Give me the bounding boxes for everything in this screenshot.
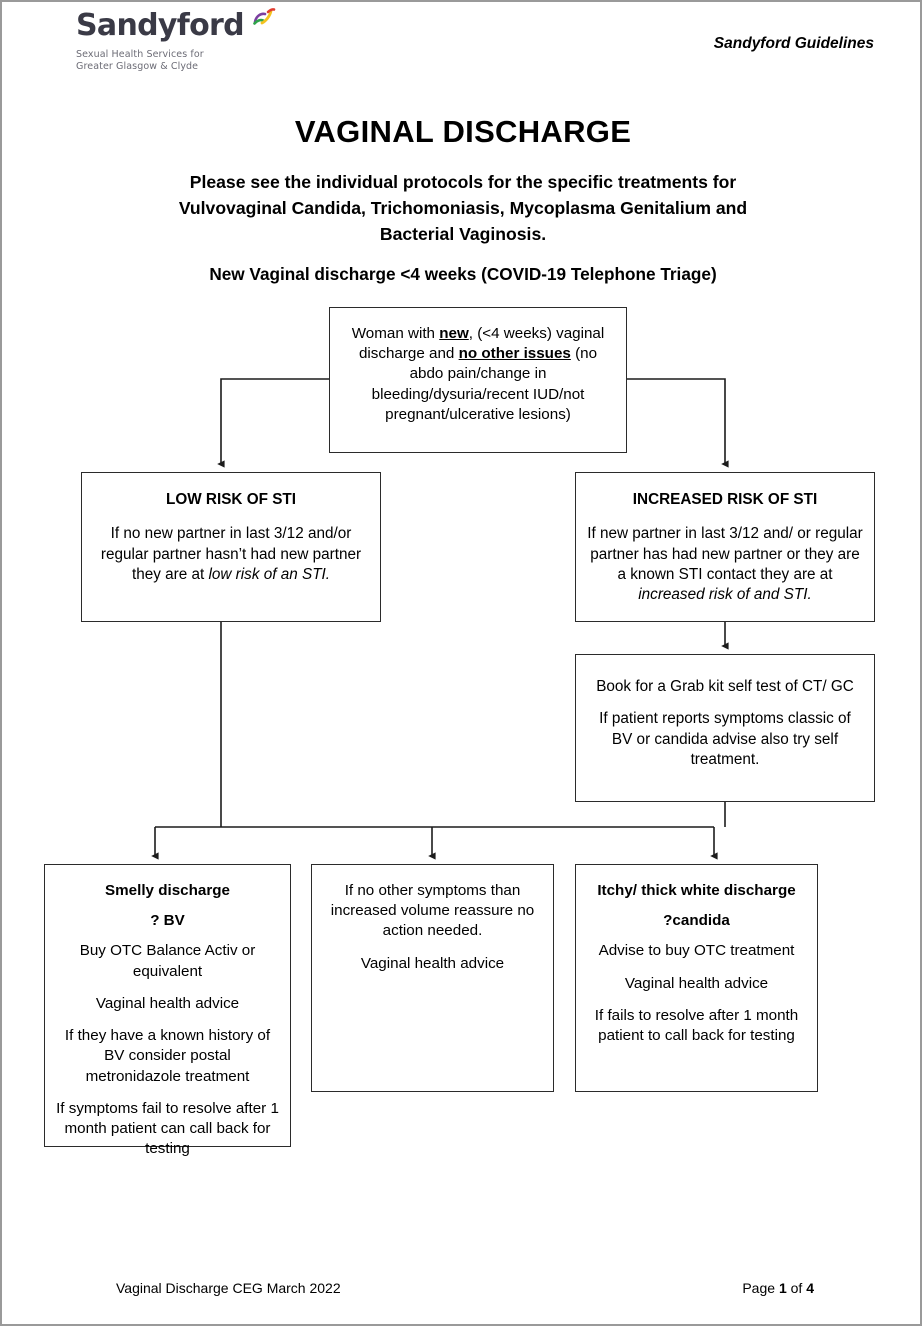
- entry-emphasis-new: new: [439, 325, 469, 342]
- itchy-para-3: If fails to resolve after 1 month patien…: [594, 1006, 799, 1045]
- flow-node-grab-kit: Book for a Grab kit self test of CT/ GC …: [575, 654, 875, 802]
- footer-page-indicator: Page 1 of 4: [742, 1280, 814, 1296]
- smelly-para-4: If symptoms fail to resolve after 1 mont…: [56, 1099, 279, 1158]
- page-title: VAGINAL DISCHARGE: [294, 114, 632, 149]
- flow-node-no-other-symptoms: If no other symptoms than increased volu…: [311, 864, 554, 1092]
- increased-risk-body: If new partner in last 3/12 and/ or regu…: [587, 525, 863, 584]
- intro-paragraph: Please see the individual protocols for …: [122, 170, 804, 248]
- footer-page-word: Page: [742, 1280, 776, 1296]
- entry-text-c: (no abdo pain/change in bleeding/dysuria…: [371, 345, 598, 423]
- footer-page-total: 4: [806, 1280, 814, 1296]
- connector-entry-to-low-risk: [217, 378, 329, 468]
- smelly-heading-1: Smelly discharge: [105, 882, 230, 899]
- logo-swoosh-icon: [253, 8, 276, 25]
- itchy-heading-2: ?candida: [663, 912, 730, 930]
- guidelines-label: Sandyford Guidelines: [713, 35, 874, 52]
- no-other-para-1: If no other symptoms than increased volu…: [330, 882, 535, 940]
- itchy-heading-1: Itchy/ thick white discharge: [597, 882, 796, 899]
- intro-line-1: Please see the individual protocols for …: [189, 172, 737, 192]
- grab-kit-para-1: Book for a Grab kit self test of CT/ GC: [596, 678, 854, 695]
- sandyford-logo: Sandyford Sexual Health Services for Gre…: [76, 8, 376, 75]
- entry-emphasis-no-other-issues: no other issues: [458, 345, 571, 363]
- grab-kit-para-2: If patient reports symptoms classic of B…: [599, 710, 851, 769]
- smelly-para-2: Vaginal health advice: [95, 994, 240, 1012]
- intro-line-2: Vulvovaginal Candida, Trichomoniasis, My…: [178, 197, 748, 218]
- footer-of-word: of: [790, 1280, 803, 1296]
- page-footer: Vaginal Discharge CEG March 2022 Page 1 …: [2, 1280, 920, 1310]
- logo-tagline-line2: Greater Glasgow & Clyde: [76, 61, 199, 73]
- itchy-para-2: Vaginal health advice: [624, 974, 769, 992]
- footer-document-reference: Vaginal Discharge CEG March 2022: [116, 1280, 341, 1296]
- flow-node-entry-criteria: Woman with new, (<4 weeks) vaginal disch…: [329, 307, 627, 453]
- connector-entry-to-increased-risk: [627, 378, 729, 468]
- smelly-para-3: If they have a known history of BV consi…: [64, 1027, 271, 1085]
- flow-node-increased-risk: INCREASED RISK OF STI If new partner in …: [575, 472, 875, 622]
- footer-page-number: 1: [778, 1280, 787, 1296]
- smelly-heading-2: ? BV: [150, 912, 185, 930]
- smelly-para-1: Buy OTC Balance Activ or equivalent: [79, 942, 256, 980]
- itchy-para-1: Advise to buy OTC treatment: [598, 942, 795, 960]
- section-subtitle: New Vaginal discharge <4 weeks (COVID-19…: [209, 264, 717, 284]
- flow-node-itchy-thick-white-discharge: Itchy/ thick white discharge ?candida Ad…: [575, 864, 818, 1092]
- logo-tagline-line1: Sexual Health Services for: [76, 48, 204, 60]
- logo-wordmark-text: Sandyford: [76, 8, 245, 43]
- increased-risk-heading: INCREASED RISK OF STI: [632, 491, 818, 508]
- low-risk-body: If no new partner in last 3/12 and/or re…: [100, 525, 362, 584]
- logo-wordmark-row: Sandyford: [76, 8, 376, 43]
- entry-text-b: , (<4 weeks) vaginal discharge and: [358, 325, 605, 363]
- low-risk-body-italic: low risk of an STI.: [208, 566, 331, 584]
- flow-node-smelly-discharge: Smelly discharge ? BV Buy OTC Balance Ac…: [44, 864, 291, 1157]
- entry-text-a: Woman with: [351, 325, 440, 342]
- intro-line-3: Bacterial Vaginosis.: [379, 223, 547, 244]
- page-header: Sandyford Sexual Health Services for Gre…: [2, 2, 920, 94]
- flow-node-low-risk: LOW RISK OF STI If no new partner in las…: [81, 472, 381, 622]
- logo-tagline: Sexual Health Services for Greater Glasg…: [76, 49, 376, 75]
- increased-risk-body-italic: increased risk of and STI.: [638, 586, 812, 604]
- low-risk-heading: LOW RISK OF STI: [165, 491, 297, 508]
- no-other-para-2: Vaginal health advice: [360, 954, 505, 972]
